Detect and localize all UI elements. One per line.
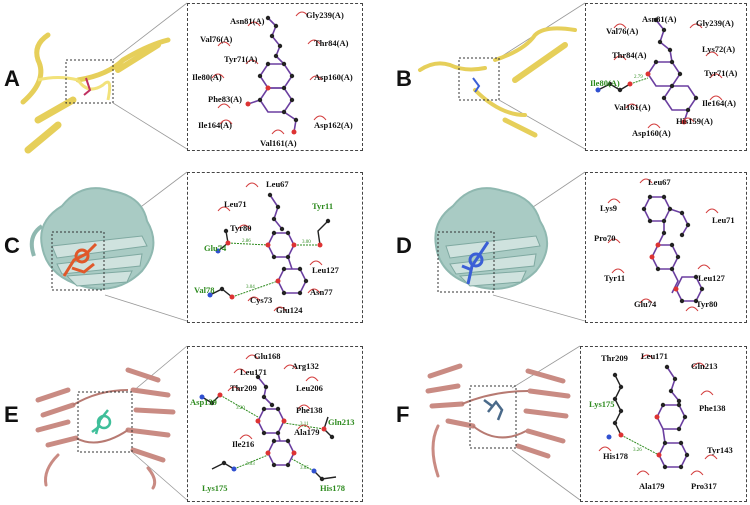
bond-distance: 3.20 — [236, 406, 245, 411]
panel-label-c: C — [4, 233, 20, 258]
residue-label: Asp160(A) — [314, 72, 353, 82]
residue-label: Ile164(A) — [702, 98, 736, 108]
interaction-inset-b: 2.79 Asn81(A) Val76(A) Gly239(A) Lys72(A… — [585, 3, 747, 151]
residue-label: Tyr71(A) — [224, 54, 258, 64]
residue-label: Tyr71(A) — [704, 68, 738, 78]
bond-distance: 2.79 — [634, 75, 643, 80]
residue-label: Cys73 — [250, 295, 273, 305]
residue-label: Ala179 — [639, 481, 665, 491]
bond-distance: 3.05 — [300, 466, 309, 471]
interaction-inset-d: Leu67 Lys9 Leu71 Pro70 Tyr11 Leu127 Glu7… — [585, 172, 747, 323]
interaction-inset-f: 3.26 Thr209 Leu171 Gln213 Lys175 Phe138 … — [580, 346, 747, 502]
interaction-inset-c: 2.86 3.00 3.04 Leu67 Leu71 Tyr11 Tyr80 G… — [187, 172, 363, 323]
residue-label: Leu71 — [224, 199, 247, 209]
ligand-e: 3.20 3.11 3.03 3.05 — [199, 354, 337, 482]
protein-structure-d — [434, 187, 548, 293]
residue-label: Tyr80 — [230, 223, 252, 233]
residue-label: Ile216 — [232, 439, 255, 449]
panel-label-e: E — [4, 402, 19, 427]
residue-label: Thr84(A) — [314, 38, 349, 48]
residue-label: Asn81(A) — [642, 14, 677, 24]
residue-label: Ile164(A) — [198, 120, 232, 130]
ligand-b: 2.79 — [595, 17, 723, 129]
panel-label-a: A — [4, 66, 20, 91]
residue-label: Pro70 — [594, 233, 616, 243]
residue-label: Gly239(A) — [696, 18, 734, 28]
residue-label: Asp162(A) — [314, 120, 353, 130]
hbond-residue-label: Lys175 — [589, 399, 615, 409]
residue-label: Glu74 — [634, 299, 657, 309]
residue-label: Asn81(A) — [230, 16, 265, 26]
residue-label: Thr209 — [230, 383, 257, 393]
hbond-residue-label: Asp139 — [190, 397, 217, 407]
hbond-residue-label: Tyr11 — [312, 201, 334, 211]
protein-structure-b — [418, 26, 577, 138]
hbond-residue-label: His178 — [320, 483, 346, 493]
residue-label: Leu127 — [312, 265, 339, 275]
residue-label: Pro317 — [691, 481, 717, 491]
bond-distance: 3.11 — [300, 422, 309, 427]
residue-label: Phe83(A) — [208, 94, 242, 104]
bond-distance: 3.04 — [246, 285, 255, 290]
panel-label-f: F — [396, 402, 410, 427]
interaction-inset-e: 3.20 3.11 3.03 3.05 Glu168 Arg132 Leu171… — [187, 346, 363, 502]
hbond-residue-label: Gln213 — [328, 417, 355, 427]
residue-label: Lys72(A) — [702, 44, 736, 54]
hbond-residue-label: Lys175 — [202, 483, 228, 493]
residue-label: His178 — [603, 451, 629, 461]
ligand-f: 3.26 — [598, 354, 718, 476]
ligand-d — [607, 178, 719, 312]
ligand-c: 2.86 3.00 3.04 — [207, 182, 331, 312]
residue-label: Ala179 — [294, 427, 320, 437]
residue-label: Gly239(A) — [306, 10, 344, 20]
residue-label: Asp160(A) — [632, 128, 671, 138]
residue-label: Leu67 — [648, 177, 671, 187]
bond-distance: 3.26 — [633, 448, 642, 453]
ligand-a — [211, 11, 327, 135]
residue-label: His159(A) — [676, 116, 713, 126]
residue-label: Glu168 — [254, 351, 281, 361]
residue-label: Phe138 — [296, 405, 323, 415]
residue-label: Lys9 — [600, 203, 618, 213]
protein-structure-c — [29, 187, 155, 291]
residue-label: Thr209 — [601, 353, 628, 363]
residue-label: Asn77 — [310, 287, 333, 297]
residue-label: Tyr11 — [604, 273, 626, 283]
residue-label: Tyr80 — [696, 299, 718, 309]
bond-distance: 3.00 — [302, 240, 311, 245]
residue-label: Leu127 — [698, 273, 725, 283]
hbond-residue-label: Ile80(A) — [590, 78, 620, 88]
residue-label: Leu206 — [296, 383, 323, 393]
bond-distance: 2.86 — [242, 239, 251, 244]
residue-label: Val76(A) — [200, 34, 233, 44]
panel-label-d: D — [396, 233, 412, 258]
hbond-residue-label: Glu74 — [204, 243, 227, 253]
interaction-inset-a: Asn81(A) Gly239(A) Val76(A) Thr84(A) Tyr… — [187, 3, 363, 151]
protein-structure-e — [35, 367, 176, 490]
residue-label: Val161(A) — [260, 138, 297, 148]
residue-label: Val161(A) — [614, 102, 651, 112]
residue-label: Val76(A) — [606, 26, 639, 36]
protein-structure-a — [20, 32, 171, 154]
residue-label: Leu171 — [240, 367, 267, 377]
bond-distance: 3.03 — [246, 462, 255, 467]
residue-label: Arg132 — [292, 361, 319, 371]
residue-label: Tyr143 — [707, 445, 733, 455]
residue-label: Leu67 — [266, 179, 289, 189]
residue-label: Ile80(A) — [192, 72, 222, 82]
residue-label: Phe138 — [699, 403, 726, 413]
residue-label: Glu124 — [276, 305, 303, 315]
residue-label: Leu71 — [712, 215, 735, 225]
protein-structure-f — [425, 363, 571, 478]
residue-label: Gln213 — [691, 361, 718, 371]
residue-label: Thr84(A) — [612, 50, 647, 60]
hbond-residue-label: Val78 — [194, 285, 215, 295]
residue-label: Leu171 — [641, 351, 668, 361]
panel-label-b: B — [396, 66, 412, 91]
